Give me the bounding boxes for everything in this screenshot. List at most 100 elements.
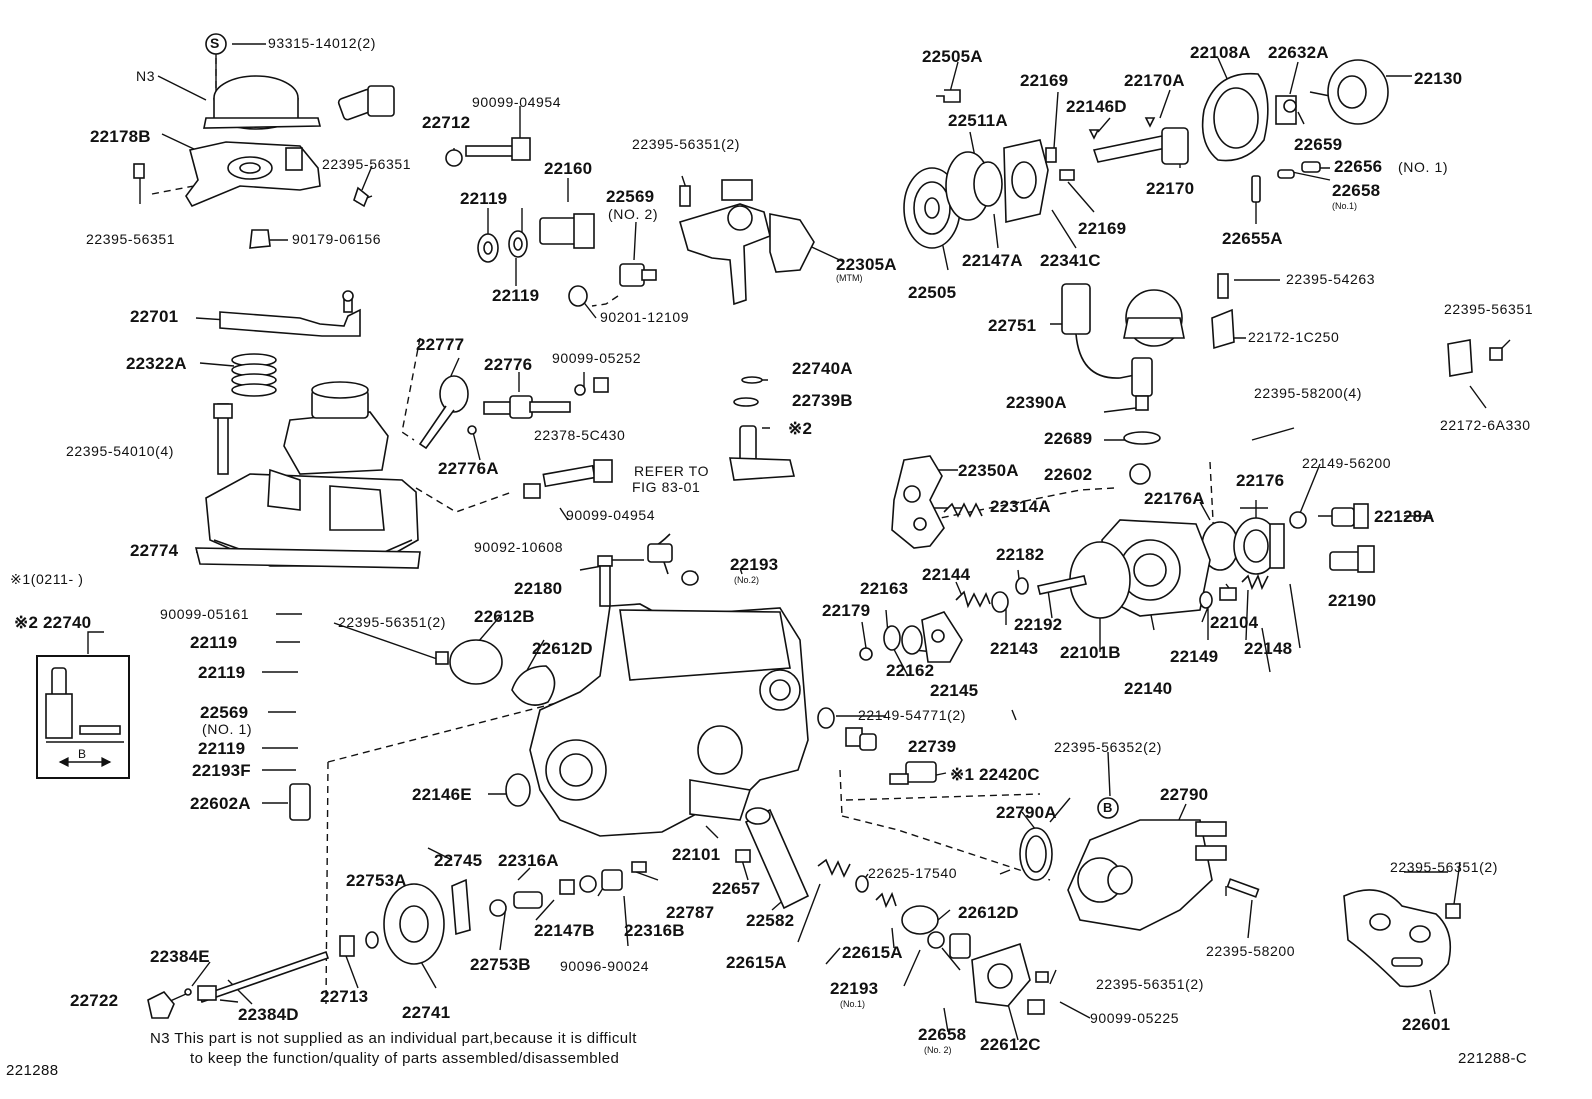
part-22740a[interactable]: 22740A — [792, 359, 853, 378]
part-22322a[interactable]: 22322A — [126, 354, 187, 373]
part-90201-12109[interactable]: 90201-12109 — [600, 309, 690, 325]
part-22722[interactable]: 22722 — [70, 991, 119, 1010]
part-22701[interactable]: 22701 — [130, 307, 179, 326]
part-22625-17540[interactable]: 22625-17540 — [868, 865, 958, 881]
part-22192[interactable]: 22192 — [1014, 615, 1063, 634]
part-22316a[interactable]: 22316A — [498, 851, 559, 870]
part-22350a[interactable]: 22350A — [958, 461, 1019, 480]
part-22777[interactable]: 22777 — [416, 335, 465, 354]
part-90099-05161[interactable]: 90099-05161 — [160, 606, 250, 622]
part-22180[interactable]: 22180 — [514, 579, 563, 598]
part-90099-05252[interactable]: 90099-05252 — [552, 350, 642, 366]
part-22612c[interactable]: 22612C — [980, 1035, 1041, 1054]
part-22774[interactable]: 22774 — [130, 541, 179, 560]
part-22790[interactable]: 22790 — [1160, 785, 1209, 804]
part-22656[interactable]: 22656 — [1334, 157, 1383, 176]
part-93315-14012[interactable]: 93315-14012(2) — [268, 35, 377, 51]
part-22569-no2[interactable]: 22569 — [606, 187, 655, 206]
part-22193f[interactable]: 22193F — [192, 761, 251, 780]
part-22395-56352[interactable]: 22395-56352(2) — [1054, 739, 1163, 755]
part-22119-d[interactable]: 22119 — [198, 663, 246, 682]
part-22178b[interactable]: 22178B — [90, 127, 151, 146]
part-22190[interactable]: 22190 — [1328, 591, 1377, 610]
part-22147b[interactable]: 22147B — [534, 921, 595, 940]
part-22108a[interactable]: 22108A — [1190, 43, 1251, 62]
part-22172-1c250[interactable]: 22172-1C250 — [1248, 329, 1340, 345]
part-22390a[interactable]: 22390A — [1006, 393, 1067, 412]
part-22712[interactable]: 22712 — [422, 113, 471, 132]
part-22615a-a[interactable]: 22615A — [726, 953, 787, 972]
part-90099-05225[interactable]: 90099-05225 — [1090, 1010, 1180, 1026]
part-22615a-b[interactable]: 22615A — [842, 943, 903, 962]
part-22751[interactable]: 22751 — [988, 316, 1037, 335]
part-22145[interactable]: 22145 — [930, 681, 979, 700]
part-22659[interactable]: 22659 — [1294, 135, 1343, 154]
part-ref2-22740[interactable]: ※2 22740 — [14, 613, 92, 632]
part-22169-b[interactable]: 22169 — [1078, 219, 1127, 238]
part-22655a[interactable]: 22655A — [1222, 229, 1283, 248]
part-22378-5c430[interactable]: 22378-5C430 — [534, 427, 626, 443]
part-22384e[interactable]: 22384E — [150, 947, 210, 966]
part-22147a[interactable]: 22147A — [962, 251, 1023, 270]
part-22395-56351-c[interactable]: 22395-56351(2) — [632, 136, 741, 152]
part-22753a[interactable]: 22753A — [346, 871, 407, 890]
part-22314a[interactable]: 22314A — [990, 497, 1051, 516]
part-22689[interactable]: 22689 — [1044, 429, 1093, 448]
part-22753b[interactable]: 22753B — [470, 955, 531, 974]
part-22505a[interactable]: 22505A — [922, 47, 983, 66]
part-22146d[interactable]: 22146D — [1066, 97, 1127, 116]
part-22149-54771[interactable]: 22149-54771(2) — [858, 707, 967, 723]
part-22787[interactable]: 22787 — [666, 903, 715, 922]
part-22119-c[interactable]: 22119 — [190, 633, 238, 652]
part-22657[interactable]: 22657 — [712, 879, 761, 898]
part-22511a[interactable]: 22511A — [948, 111, 1008, 130]
part-22305a[interactable]: 22305A — [836, 255, 897, 274]
part-22149[interactable]: 22149 — [1170, 647, 1219, 666]
part-22790a[interactable]: 22790A — [996, 803, 1057, 822]
part-22176a[interactable]: 22176A — [1144, 489, 1205, 508]
part-22776[interactable]: 22776 — [484, 355, 533, 374]
part-22316b[interactable]: 22316B — [624, 921, 685, 940]
part-ref1-22420c[interactable]: ※1 22420C — [950, 765, 1040, 784]
part-22395-54263[interactable]: 22395-54263 — [1286, 271, 1376, 287]
part-22162[interactable]: 22162 — [886, 661, 935, 680]
part-22395-56351-e[interactable]: 22395-56351(2) — [338, 614, 447, 630]
part-22163[interactable]: 22163 — [860, 579, 909, 598]
part-22602[interactable]: 22602 — [1044, 465, 1093, 484]
part-22119-e[interactable]: 22119 — [198, 739, 246, 758]
part-22140[interactable]: 22140 — [1124, 679, 1173, 698]
part-22582[interactable]: 22582 — [746, 911, 795, 930]
part-22169-a[interactable]: 22169 — [1020, 71, 1069, 90]
part-22395-58200[interactable]: 22395-58200 — [1206, 943, 1296, 959]
part-90179-06156[interactable]: 90179-06156 — [292, 231, 382, 247]
part-n3[interactable]: N3 — [136, 68, 156, 84]
part-22395-54010[interactable]: 22395-54010(4) — [66, 443, 175, 459]
part-22146e[interactable]: 22146E — [412, 785, 472, 804]
part-22739[interactable]: 22739 — [908, 737, 957, 756]
part-90092-10608[interactable]: 90092-10608 — [474, 539, 564, 555]
part-22176[interactable]: 22176 — [1236, 471, 1285, 490]
part-90099-04954-b[interactable]: 90099-04954 — [566, 507, 656, 523]
part-22193-a[interactable]: 22193 — [730, 555, 779, 574]
part-22341c[interactable]: 22341C — [1040, 251, 1101, 270]
part-22569-no1[interactable]: 22569 — [200, 703, 249, 722]
part-22101[interactable]: 22101 — [672, 845, 721, 864]
part-22658-a[interactable]: 22658 — [1332, 181, 1381, 200]
part-22101b[interactable]: 22101B — [1060, 643, 1121, 662]
part-22143[interactable]: 22143 — [990, 639, 1039, 658]
part-22149-56200[interactable]: 22149-56200 — [1302, 455, 1392, 471]
part-22612d-b[interactable]: 22612D — [958, 903, 1019, 922]
part-22148[interactable]: 22148 — [1244, 639, 1293, 658]
part-22601[interactable]: 22601 — [1402, 1015, 1451, 1034]
part-22745[interactable]: 22745 — [434, 851, 483, 870]
part-22384d[interactable]: 22384D — [238, 1005, 299, 1024]
part-22602a[interactable]: 22602A — [190, 794, 251, 813]
part-90096-90024[interactable]: 90096-90024 — [560, 958, 650, 974]
part-22172-6a330[interactable]: 22172-6A330 — [1440, 417, 1531, 433]
part-22170[interactable]: 22170 — [1146, 179, 1195, 198]
part-22632a[interactable]: 22632A — [1268, 43, 1329, 62]
part-22776a[interactable]: 22776A — [438, 459, 499, 478]
part-22182[interactable]: 22182 — [996, 545, 1045, 564]
part-22739b[interactable]: 22739B — [792, 391, 853, 410]
part-22395-56351-d[interactable]: 22395-56351 — [1444, 301, 1534, 317]
